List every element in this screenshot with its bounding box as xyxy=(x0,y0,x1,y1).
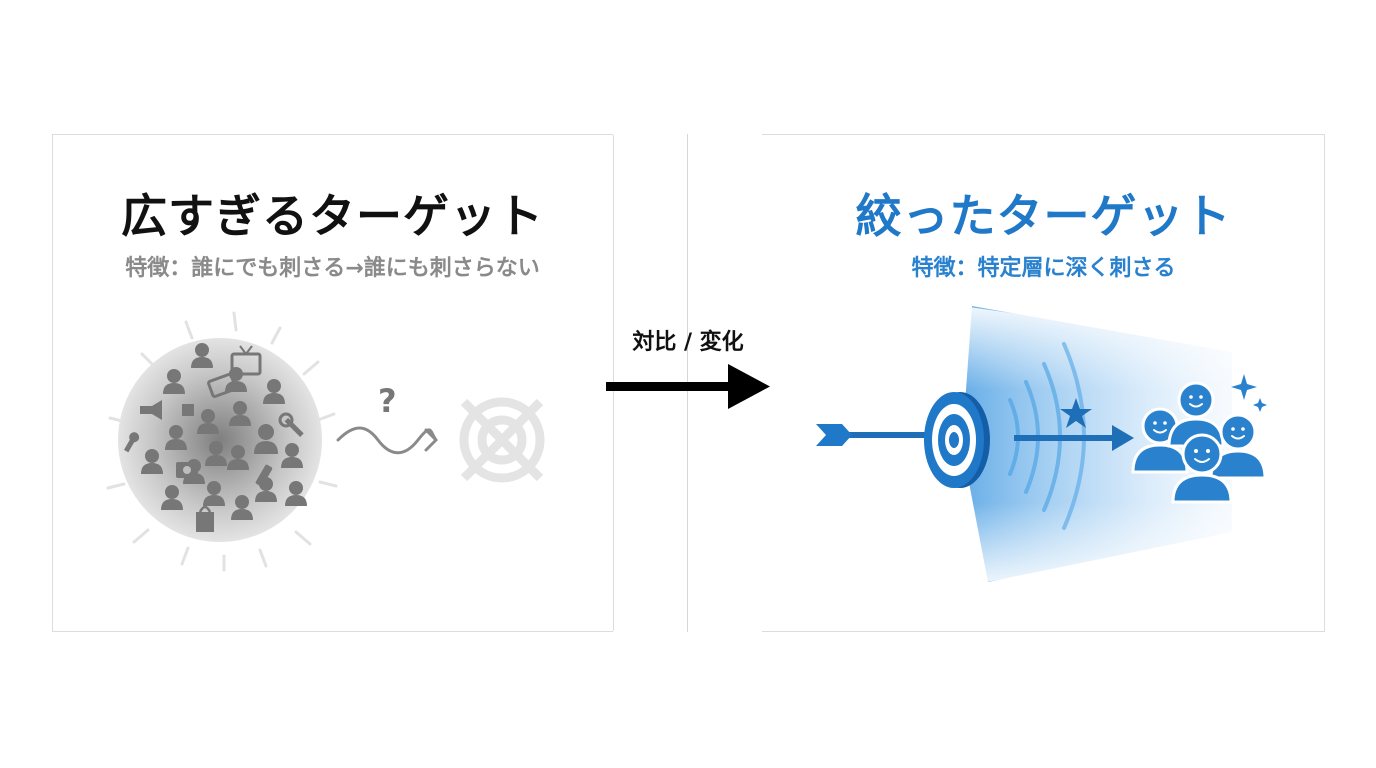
shopping-bag-icon xyxy=(196,505,214,532)
person-icons-group xyxy=(141,343,307,520)
camera-icon xyxy=(176,462,198,478)
box-icon xyxy=(182,404,194,416)
focused-target-illustration xyxy=(816,306,1267,586)
sparkle-icon xyxy=(1231,374,1267,412)
bottle-icon xyxy=(255,464,273,487)
broad-target-title: 広すぎるターゲット xyxy=(121,189,544,243)
wrench-icon xyxy=(278,412,304,437)
star-icon xyxy=(1060,398,1092,428)
credit-card-icon xyxy=(207,372,237,398)
audience-group-icon xyxy=(1131,381,1267,504)
contrast-label: 対比 / 変化 xyxy=(632,330,744,355)
bullseye-target-icon xyxy=(924,392,990,488)
tool-icon xyxy=(124,432,140,453)
tv-icon xyxy=(230,345,262,376)
woman-icon xyxy=(254,424,278,454)
question-mark: ? xyxy=(378,382,397,420)
broad-target-subtitle: 特徴：誰にでも刺さる→誰にも刺さらない xyxy=(125,256,540,281)
crowd-sphere-illustration xyxy=(106,311,338,572)
wavy-arrow-icon xyxy=(336,426,438,455)
megaphone-icon xyxy=(140,400,162,420)
missed-target-icon xyxy=(459,397,545,483)
outgoing-arrow-icon xyxy=(1014,425,1134,451)
narrow-target-title: 絞ったターゲット xyxy=(855,189,1232,243)
transition-arrow-icon xyxy=(606,364,770,409)
narrow-target-subtitle: 特徴：特定層に深く刺さる xyxy=(911,256,1176,281)
